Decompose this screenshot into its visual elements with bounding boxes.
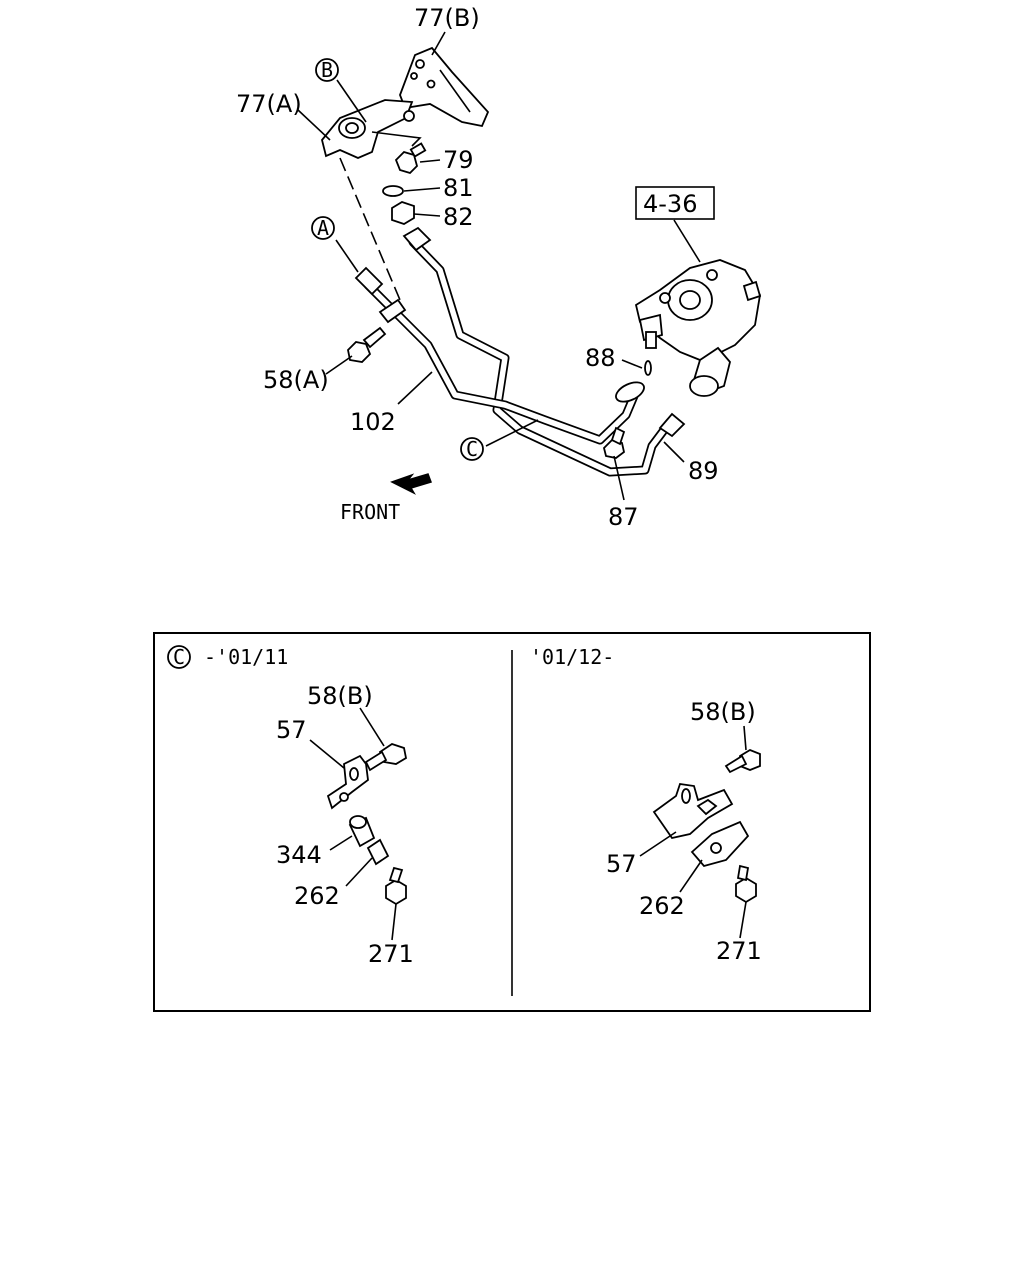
leader-lines-top: [297, 31, 701, 501]
inset-right-label-262: 262: [639, 892, 685, 920]
label-102: 102: [350, 408, 396, 436]
pipe-89: [402, 226, 686, 477]
bracket-77b: [399, 46, 490, 128]
inset-right-label-58b: 58(B): [690, 698, 756, 726]
label-77a: 77(A): [236, 90, 302, 118]
label-4-36: 4-36: [643, 190, 697, 218]
label-81: 81: [443, 174, 474, 202]
inset-left-leaders: [309, 707, 397, 941]
pipe-102: [354, 266, 645, 445]
nut-82: [391, 201, 415, 225]
callout-b-letter: B: [321, 58, 333, 82]
inset-left-parts: [326, 743, 408, 906]
inset-left-label-271: 271: [368, 940, 414, 968]
label-82: 82: [443, 203, 474, 231]
label-87: 87: [608, 503, 639, 531]
callout-c-circle: [460, 437, 484, 461]
bracket-77a: [321, 99, 422, 159]
label-front: FRONT: [340, 500, 400, 524]
callout-a-letter: A: [317, 216, 329, 240]
callout-b-circle: [315, 58, 339, 82]
label-88: 88: [585, 344, 616, 372]
pump-4-36: [634, 259, 762, 397]
ref-box-4-36: [635, 186, 715, 220]
washer-81: [382, 185, 404, 197]
inset-right-label-57: 57: [606, 850, 637, 878]
callout-c-letter: C: [466, 437, 478, 461]
inset-left-title: -'01/11: [204, 645, 288, 669]
bolt-79: [394, 142, 427, 175]
inset-right-label-271: 271: [716, 937, 762, 965]
inset-left-label-262: 262: [294, 882, 340, 910]
bolt-87: [603, 426, 626, 459]
oring-88: [644, 360, 652, 376]
label-58a: 58(A): [263, 366, 329, 394]
inset-right-title: '01/12-: [530, 645, 614, 669]
inset-right-leaders: [639, 725, 747, 939]
inset-right-parts: [652, 748, 761, 904]
label-89: 89: [688, 457, 719, 485]
front-arrow-icon: [390, 473, 432, 495]
inset-callout-c-letter: C: [173, 645, 185, 669]
callout-a-circle: [311, 216, 335, 240]
bolt-58a: [347, 298, 407, 363]
inset-callout-c-circle: [167, 645, 191, 669]
inset-left-label-58b: 58(B): [307, 682, 373, 710]
label-77b: 77(B): [414, 4, 480, 32]
label-79: 79: [443, 146, 474, 174]
inset-left-label-344: 344: [276, 841, 322, 869]
inset-left-label-57: 57: [276, 716, 307, 744]
